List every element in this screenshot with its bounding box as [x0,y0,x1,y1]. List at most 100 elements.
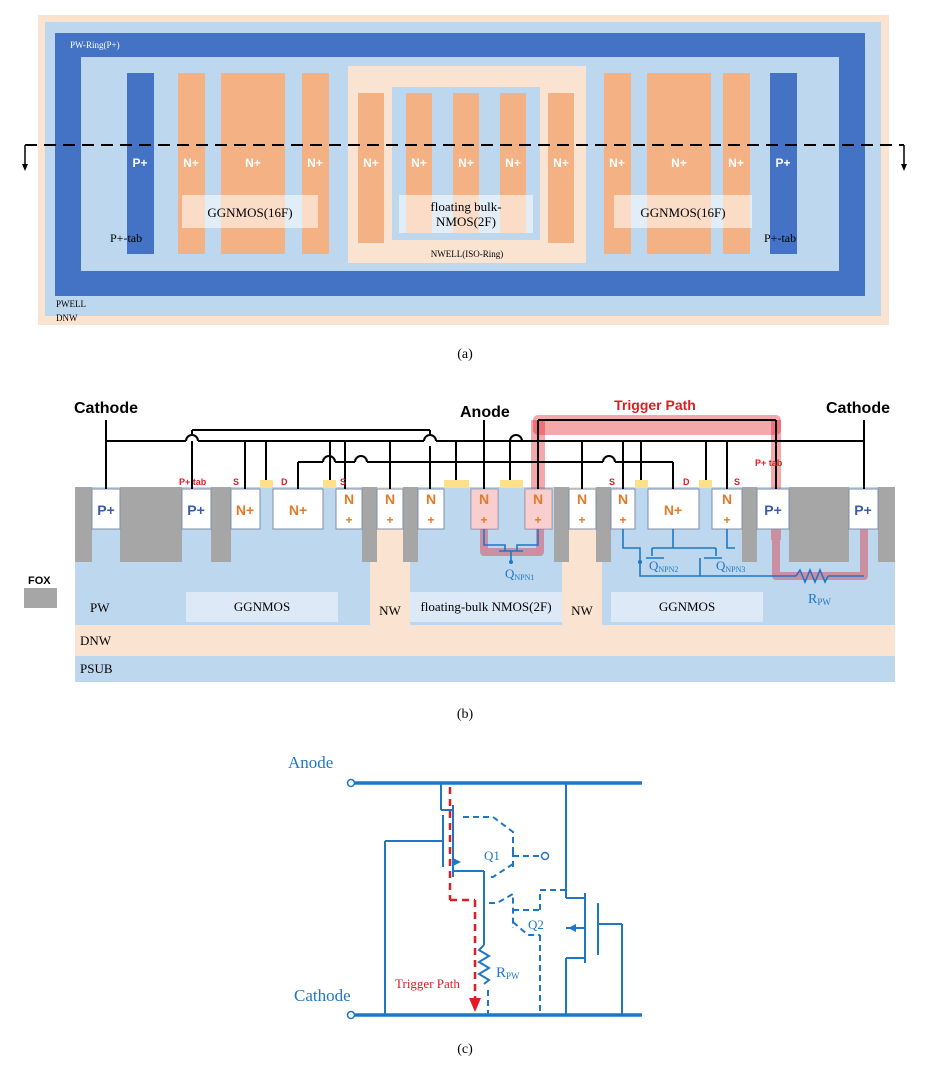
trigger-arrow-icon [469,998,481,1012]
n-letter: N [533,491,543,507]
n-plus-diffusion [272,488,324,530]
drain-label: D [683,477,690,487]
ggnmos-right-box [611,592,763,622]
npn1-base-node [509,560,513,564]
qnpn1-label: QNPN1 [505,566,534,582]
wire-crossover [509,434,523,442]
anode-label: Anode [460,404,510,421]
n-letter: N [344,491,354,507]
n-plus-diffusion [647,488,700,530]
q1-emitter [488,863,514,878]
caption-b: (b) [457,707,474,722]
gate-poly [323,480,336,488]
ggnmos-right-label-box [614,195,752,228]
source-label: S [734,477,740,487]
node [638,560,642,564]
n-letter: N [618,491,628,507]
cathode-left-label: Cathode [74,400,138,417]
caption-a: (a) [457,347,473,362]
n-plus-label: N+ [411,156,427,170]
p-plus-label: P+ [775,156,790,170]
wire-crossover [602,455,616,463]
rpw-label: RPW [808,592,831,607]
trigger-path-label: Trigger Path [395,976,460,991]
p-plus-label: P+ [854,502,872,518]
ggnmos-left-label-box [182,195,318,228]
n-plus-label: N+ [553,156,569,170]
plus-sign: + [480,513,487,527]
n-plus-label: N+ [183,156,199,170]
npn3-emitter [726,529,735,549]
p-plus-label: P+ [132,156,147,170]
wire-crossover [354,455,368,463]
gate-poly [444,480,469,488]
floating-bulk-label-line1: floating bulk- [430,199,501,214]
ggnmos-left-label: GGNMOS [234,599,290,614]
n-plus-diffusion [610,488,636,530]
trigger-path-highlight [533,415,781,435]
plus-sign: + [578,513,585,527]
base-bus [639,562,796,577]
n-plus-label: N+ [245,156,261,170]
ggnmos-left-box [186,592,338,622]
fox-isolation [362,487,377,562]
gate-poly [699,480,712,488]
npn1-collector [483,529,506,551]
gate-poly [500,480,523,488]
n-plus-stripe [358,93,384,243]
p-plus-tab-left-label: P+-tab [110,231,142,245]
panel-b-cross-section: Cathode Anode Trigger Path Cathode P+ ta… [24,397,895,722]
fox-isolation [403,487,418,562]
ggnmos-right-label: GGNMOS [659,599,715,614]
q1-collector [463,816,514,851]
plus-sign: + [386,513,393,527]
plus-sign: + [534,513,541,527]
qnpn2-label: QNPN2 [649,558,678,574]
npn2-emitter [622,529,641,562]
panel-c-schematic: Anode Cathode Q1 Q2 RPW Trigger Path (c) [288,753,642,1057]
floating-bulk-label-line2: NMOS(2F) [436,214,496,229]
cathode-label: Cathode [294,986,351,1005]
fox-isolation [596,487,611,562]
p-plus-diffusion [91,488,121,530]
wire-crossover [322,455,336,463]
fox-isolation [120,487,182,562]
n-letter: N [479,491,489,507]
p-tab-left-label: P+ tab [179,477,207,487]
floating-bulk-label: floating-bulk NMOS(2F) [420,599,551,614]
n-plus-diffusion [417,488,445,530]
ggnmos-right-label: GGNMOS(16F) [640,205,725,220]
plus-sign: + [723,513,730,527]
p-plus-label: P+ [97,502,115,518]
source-label: S [233,477,239,487]
fox-legend-swatch [24,588,57,608]
n-letter: N [426,491,436,507]
n-letter: N [577,491,587,507]
nmos-arrow-icon [568,924,576,932]
cathode-right-label: Cathode [826,400,890,417]
triggered-n-plus [471,489,498,529]
n-plus-label: N+ [728,156,744,170]
source-label: S [609,477,615,487]
triggered-n-plus [525,489,552,529]
n-plus-label: N+ [671,156,687,170]
q1-label: Q1 [484,848,500,863]
cathode-terminal [346,1010,356,1020]
dnw-layer [75,625,895,656]
rpw-highlight [772,500,868,580]
nw-right-label: NW [571,603,593,618]
floating-bulk-box [410,592,562,622]
plus-sign: + [427,513,434,527]
gate-poly [260,480,273,488]
fox-isolation [75,487,92,562]
q2-label: Q2 [528,917,544,932]
q2-collector [489,892,514,928]
pwell-label: PWELL [56,299,86,309]
p-tab-right-label: P+ tab [755,458,783,468]
gate-poly [635,480,648,488]
n-plus-diffusion [335,488,363,530]
p-plus-diffusion [756,488,790,530]
floating-bulk-label-box [399,195,533,233]
fox-isolation [878,487,895,562]
ggnmos-left-label: GGNMOS(16F) [207,205,292,220]
